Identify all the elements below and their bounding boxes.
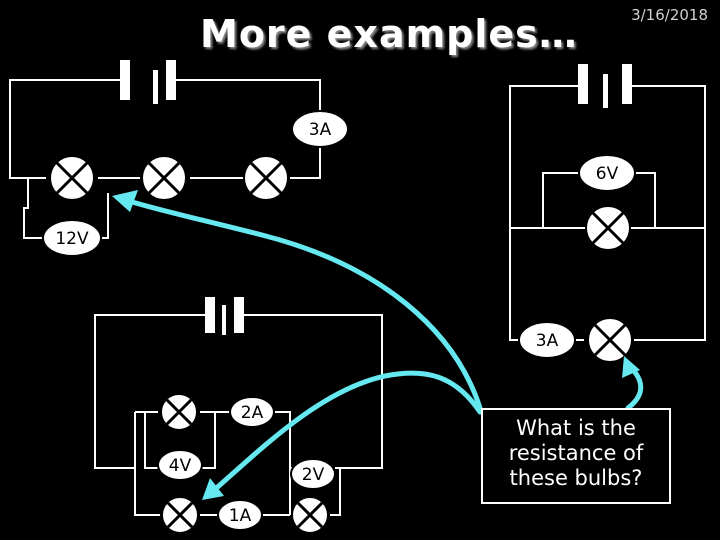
c2-bulb-main: [586, 316, 634, 364]
c3-voltmeter-right: 2V: [290, 458, 336, 490]
c2-bulb-parallel: [584, 204, 632, 252]
c3-wire-top-to-junction: [274, 411, 291, 468]
c2-voltmeter-wire-right: [630, 172, 656, 229]
c3-ammeter-bottom-label: 1A: [229, 506, 252, 526]
c3-wire-voltmeter-right: [200, 412, 216, 469]
c2-ammeter-label: 3A: [536, 331, 559, 351]
c3-ammeter-bottom: 1A: [217, 499, 263, 531]
arrowhead-circuit-1: [112, 190, 138, 212]
c3-bulb-bottom-left: [161, 496, 199, 534]
arrowhead-circuit-2: [622, 356, 640, 378]
c3-wire-right: [240, 314, 383, 469]
c3-voltmeter-left: 4V: [157, 449, 203, 481]
c3-bulb-bottom-right: [291, 496, 329, 534]
c3-wire-voltmeter-left: [144, 412, 160, 469]
c3-wire-left-group-outer: [134, 412, 160, 516]
c2-wire-left: [509, 85, 584, 341]
c1-voltmeter-label: 12V: [55, 229, 89, 249]
c1-bulb-3: [242, 154, 290, 202]
c3-wire-right-group: [330, 467, 341, 516]
c2-voltmeter-label: 6V: [596, 164, 619, 184]
arrow-to-circuit-3: [209, 370, 483, 495]
c1-ammeter-label: 3A: [309, 120, 332, 140]
arrowhead-circuit-3: [202, 478, 224, 500]
c1-battery: [120, 60, 176, 104]
circuit-3: [94, 314, 383, 516]
c1-bulb-1: [48, 154, 96, 202]
c3-battery: [205, 297, 244, 335]
arrowheads: [112, 190, 640, 500]
c3-ammeter-top-label: 2A: [241, 403, 264, 423]
arrow-to-circuit-1: [123, 197, 483, 411]
c3-wire-left: [94, 314, 205, 469]
c2-battery: [578, 64, 632, 108]
slide-title: More examples…: [200, 12, 578, 56]
c1-voltmeter-wire-right: [99, 193, 109, 239]
question-box: What is the resistance of these bulbs?: [481, 408, 671, 504]
c1-bulb-2: [140, 154, 188, 202]
slide-date: 3/16/2018: [631, 6, 708, 24]
c3-ammeter-top: 2A: [229, 396, 275, 428]
c1-voltmeter-wire-left: [23, 178, 48, 239]
c3-voltmeter-right-label: 2V: [302, 465, 325, 485]
c2-ammeter: 3A: [518, 321, 576, 359]
c2-voltmeter: 6V: [578, 154, 636, 192]
c3-voltmeter-left-label: 4V: [169, 456, 192, 476]
c3-bulb-top: [160, 393, 198, 431]
c1-voltmeter: 12V: [42, 219, 102, 257]
c2-wire-right: [632, 85, 706, 341]
c1-ammeter: 3A: [291, 110, 349, 148]
c2-voltmeter-wire-left: [542, 172, 586, 229]
